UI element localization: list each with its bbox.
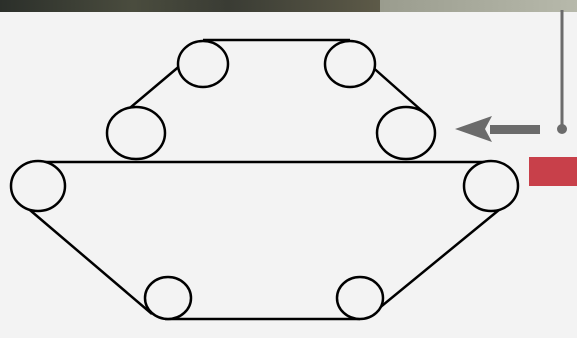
lower-right-edge — [372, 205, 505, 314]
node-middle-left[interactable] — [11, 161, 65, 211]
node-bottom-left[interactable] — [145, 277, 191, 319]
node-upper-right[interactable] — [377, 107, 435, 159]
left-arrow-icon[interactable] — [455, 116, 540, 142]
node-bottom-right[interactable] — [337, 277, 383, 319]
node-upper-left[interactable] — [107, 107, 165, 159]
lower-left-edge — [24, 205, 152, 314]
pin-dot-icon — [557, 10, 567, 134]
lower-hexagon — [24, 162, 505, 319]
node-top-right[interactable] — [325, 41, 375, 87]
node-middle-right[interactable] — [464, 161, 518, 211]
upper-trapezoid — [118, 40, 430, 118]
node-top-left[interactable] — [178, 41, 228, 87]
red-marker-tab[interactable] — [529, 157, 577, 186]
